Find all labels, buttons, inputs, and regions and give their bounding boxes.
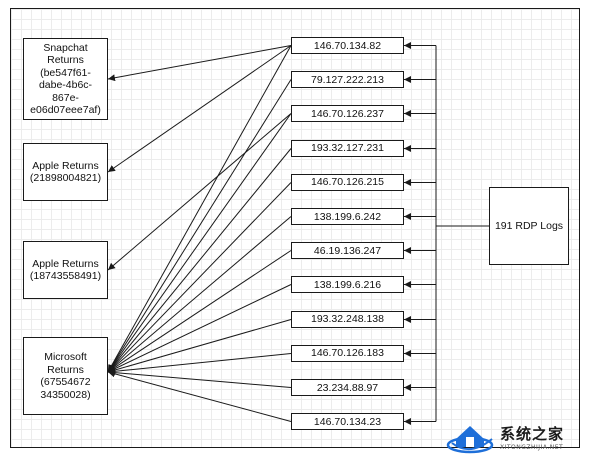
apple-returns-box-1: Apple Returns (21898004821) — [23, 143, 108, 201]
ip-address-box: 146.70.126.237 — [291, 105, 404, 123]
ip-to-microsoft-arrow — [107, 216, 292, 373]
ip-address-box: 46.19.136.247 — [291, 242, 404, 260]
ip-to-microsoft-arrow — [107, 148, 292, 373]
apple-returns-box-2: Apple Returns (18743558491) — [23, 241, 108, 299]
ip-address-box: 193.32.127.231 — [291, 139, 404, 157]
ip-address-box: 138.199.6.242 — [291, 208, 404, 225]
ip-address-box: 23.234.88.97 — [291, 379, 404, 396]
ip-to-apple1-arrow — [107, 45, 292, 173]
watermark-title: 系统之家 — [500, 425, 565, 443]
ip-to-microsoft-arrow — [107, 369, 292, 388]
ip-to-microsoft-arrow — [107, 353, 292, 375]
ip-address-box: 146.70.134.82 — [291, 37, 404, 54]
site-watermark: 系统之家 XITONGZHIJIA.NET — [446, 412, 596, 462]
ip-address-box: 193.32.248.138 — [291, 310, 404, 328]
ip-to-microsoft-arrow — [107, 319, 292, 374]
ip-to-microsoft-arrow — [107, 45, 292, 373]
snapchat-returns-box: Snapchat Returns (be547f61- dabe-4b6c- 8… — [23, 38, 108, 120]
microsoft-returns-box: Microsoft Returns (67554672 34350028) — [23, 337, 108, 415]
ip-address-box: 146.70.126.215 — [291, 173, 404, 191]
ip-to-snapchat-arrow — [107, 45, 292, 82]
ip-to-microsoft-arrow — [107, 182, 292, 373]
watermark-subtitle: XITONGZHIJIA.NET — [500, 444, 564, 451]
ip-to-microsoft-arrow — [107, 370, 292, 422]
ip-to-microsoft-arrow — [107, 250, 292, 373]
ip-to-microsoft-arrow — [107, 79, 292, 373]
ip-address-box: 79.127.222.213 — [291, 71, 404, 89]
ip-to-microsoft-arrow — [107, 284, 292, 373]
ip-address-box: 146.70.134.23 — [291, 413, 404, 431]
rdp-logs-box: 191 RDP Logs — [489, 187, 569, 265]
ip-address-box: 138.199.6.216 — [291, 276, 404, 294]
house-logo-icon — [446, 426, 494, 454]
ip-to-microsoft-arrow — [107, 113, 292, 373]
ip-to-apple2-arrow — [107, 113, 292, 271]
ip-address-box: 146.70.126.183 — [291, 344, 404, 362]
